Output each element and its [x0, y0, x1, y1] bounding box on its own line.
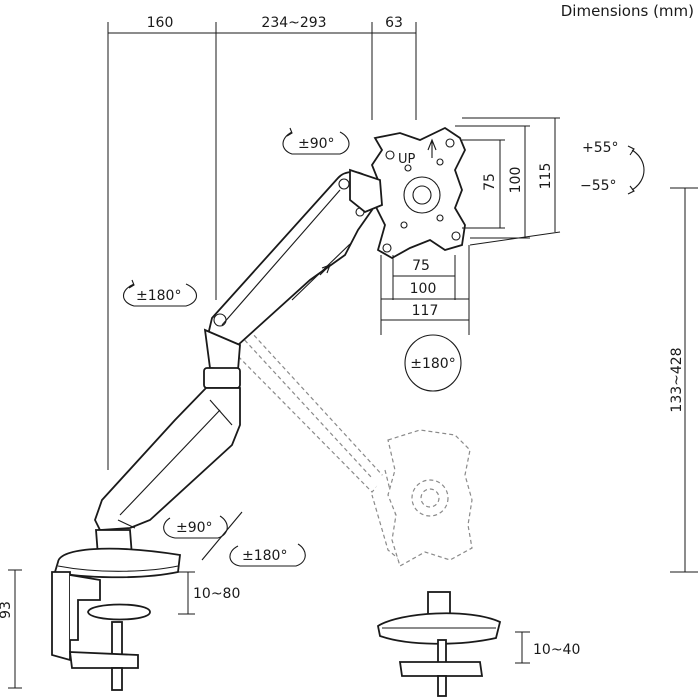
desk-clamp [51, 547, 181, 691]
desk-clamp-range-label: 10~80 [193, 586, 240, 602]
clamp-height-label: 93 [0, 601, 14, 619]
grommet-base [376, 591, 502, 697]
desk-clamp-range-dimension [178, 571, 195, 615]
height-dimension-line [670, 187, 698, 573]
top-dimension-line [107, 22, 417, 470]
vesa-v-100-label: 100 [508, 167, 524, 194]
vesa-v-115-label: 115 [538, 163, 554, 190]
screen-rotate-arrow-icon [404, 334, 462, 392]
vesa-h-75-label: 75 [412, 258, 430, 274]
height-range-label: 133~428 [669, 347, 685, 412]
vesa-vertical-dimensions [455, 117, 561, 246]
base-rotate-180-arrow-icon [229, 543, 306, 567]
dim-160-label: 160 [147, 15, 174, 31]
base-rotate-90-arrow-icon [163, 515, 228, 539]
clamp-height-dimension [8, 569, 22, 689]
vesa-plate: UP [370, 126, 466, 260]
base-rotate-180-label: ±180° [242, 548, 287, 564]
elbow-rotate-label: ±180° [136, 288, 181, 304]
screen-rotate-label: ±180° [410, 356, 455, 372]
vesa-h-100-label: 100 [410, 281, 437, 297]
vesa-h-117-label: 117 [412, 303, 439, 319]
head-rotate-label: ±90° [298, 136, 335, 152]
vesa-horizontal-dimensions [380, 245, 470, 335]
base-rotate-90-label: ±90° [176, 520, 213, 536]
vesa-v-75-label: 75 [482, 173, 498, 191]
upper-arm [207, 168, 383, 349]
ghost-arm [221, 303, 473, 567]
dim-234-293-label: 234~293 [261, 15, 326, 31]
elbow-joint [203, 328, 241, 389]
dim-63-label: 63 [385, 15, 403, 31]
elbow-rotate-arrow-icon [122, 279, 198, 307]
tilt-up-label: +55° [582, 140, 619, 156]
grommet-range-label: 10~40 [533, 642, 580, 658]
svg-text:UP: UP [398, 152, 416, 167]
head-rotate-arrow-icon [282, 127, 350, 155]
diagram-title: Dimensions (mm) [561, 2, 694, 20]
grommet-range-dimension [515, 631, 530, 664]
tilt-arrow-icon [627, 145, 645, 195]
tilt-down-label: −55° [580, 178, 617, 194]
lower-arm [94, 387, 241, 531]
